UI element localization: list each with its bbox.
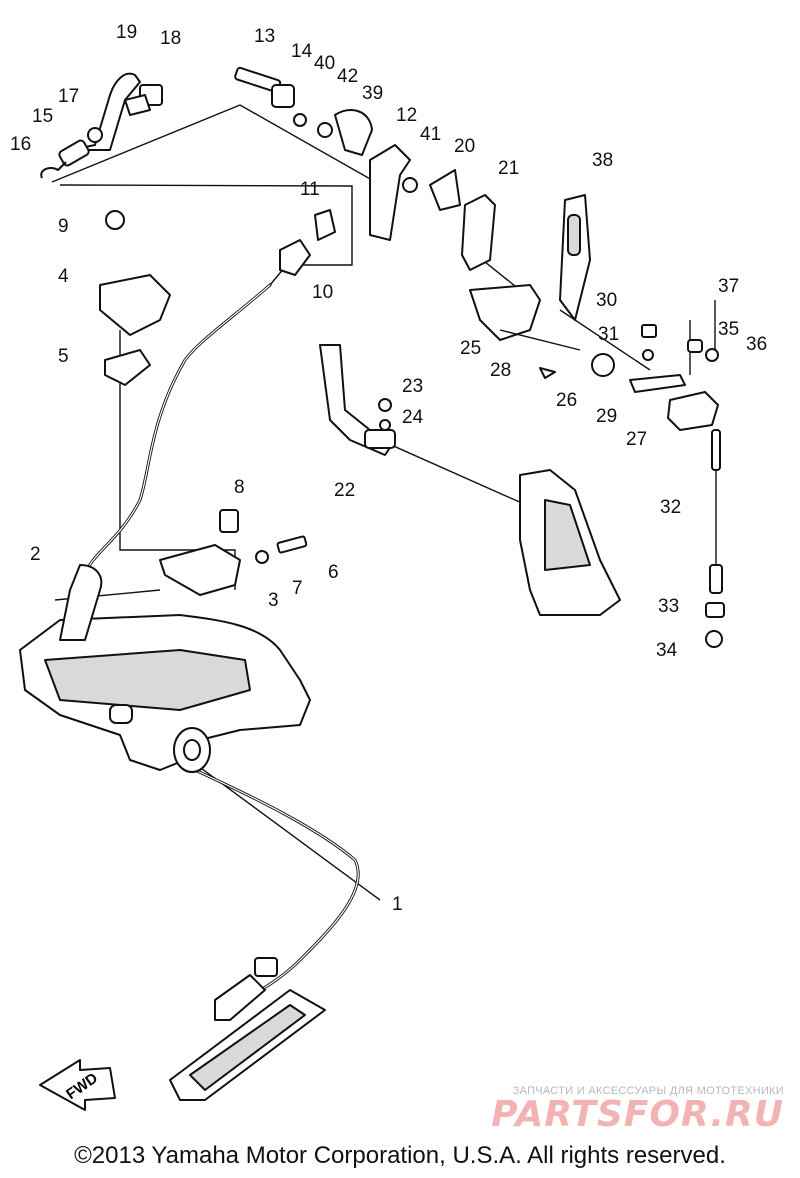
callout-27: 27: [626, 429, 647, 450]
center-brackets: [99, 209, 392, 596]
callout-24: 24: [402, 407, 424, 428]
watermark-tagline: ЗАПЧАСТИ И АКСЕССУАРЫ ДЛЯ МОТОТЕХНИКИ: [512, 1085, 784, 1097]
callout-37: 37: [718, 276, 739, 297]
callout-7: 7: [292, 578, 303, 599]
tiller-handle-body: [19, 564, 311, 773]
callout-17: 17: [58, 86, 79, 107]
callout-34: 34: [656, 640, 678, 661]
callout-2: 2: [30, 544, 41, 565]
callout-9: 9: [58, 216, 69, 237]
right-hardware: [539, 324, 725, 648]
callout-16: 16: [10, 134, 31, 155]
callout-25: 25: [460, 338, 481, 359]
callout-29: 29: [596, 406, 617, 427]
callout-11: 11: [300, 179, 320, 200]
callout-4: 4: [58, 266, 69, 287]
callout-40: 40: [314, 53, 335, 74]
callout-35: 35: [718, 319, 739, 340]
twist-grip: [169, 957, 326, 1101]
callout-10: 10: [312, 282, 333, 303]
callout-3: 3: [268, 590, 279, 611]
callout-6: 6: [328, 562, 339, 583]
callout-1: 1: [392, 894, 403, 915]
callout-33: 33: [658, 596, 679, 617]
callout-42: 42: [337, 66, 358, 87]
callout-28: 28: [490, 360, 511, 381]
callout-15: 15: [32, 106, 53, 127]
callout-39: 39: [362, 83, 383, 104]
callout-13: 13: [254, 26, 275, 47]
callout-26: 26: [556, 390, 577, 411]
lower-bracket: [519, 469, 621, 616]
throttle-cable: [83, 283, 360, 1002]
callout-12: 12: [396, 105, 417, 126]
callout-21: 21: [498, 158, 519, 179]
fwd-arrow: FWD: [39, 1059, 116, 1111]
callout-32: 32: [660, 497, 681, 518]
callout-41: 41: [420, 124, 441, 145]
callout-labels: 1 2 3 4 5 6 7 8 9 10 11 12 13 14 15 16 1…: [10, 22, 767, 915]
callout-14: 14: [291, 41, 313, 62]
shift-arm: [319, 344, 396, 456]
callout-18: 18: [160, 28, 181, 49]
watermark-logo: PARTSFOR.RU: [491, 1094, 784, 1135]
callout-22: 22: [334, 480, 355, 501]
linkage-rod-assembly: [40, 72, 163, 179]
top-hardware: [234, 66, 461, 241]
callout-19: 19: [116, 22, 137, 43]
callout-30: 30: [596, 290, 617, 311]
callout-5: 5: [58, 346, 69, 367]
callout-20: 20: [454, 136, 475, 157]
callout-31: 31: [598, 324, 619, 345]
callout-23: 23: [402, 376, 423, 397]
copyright-notice: ©2013 Yamaha Motor Corporation, U.S.A. A…: [74, 1142, 726, 1169]
callout-38: 38: [592, 150, 613, 171]
shift-levers: [461, 194, 591, 351]
callout-36: 36: [746, 334, 767, 355]
callout-8: 8: [234, 477, 245, 498]
